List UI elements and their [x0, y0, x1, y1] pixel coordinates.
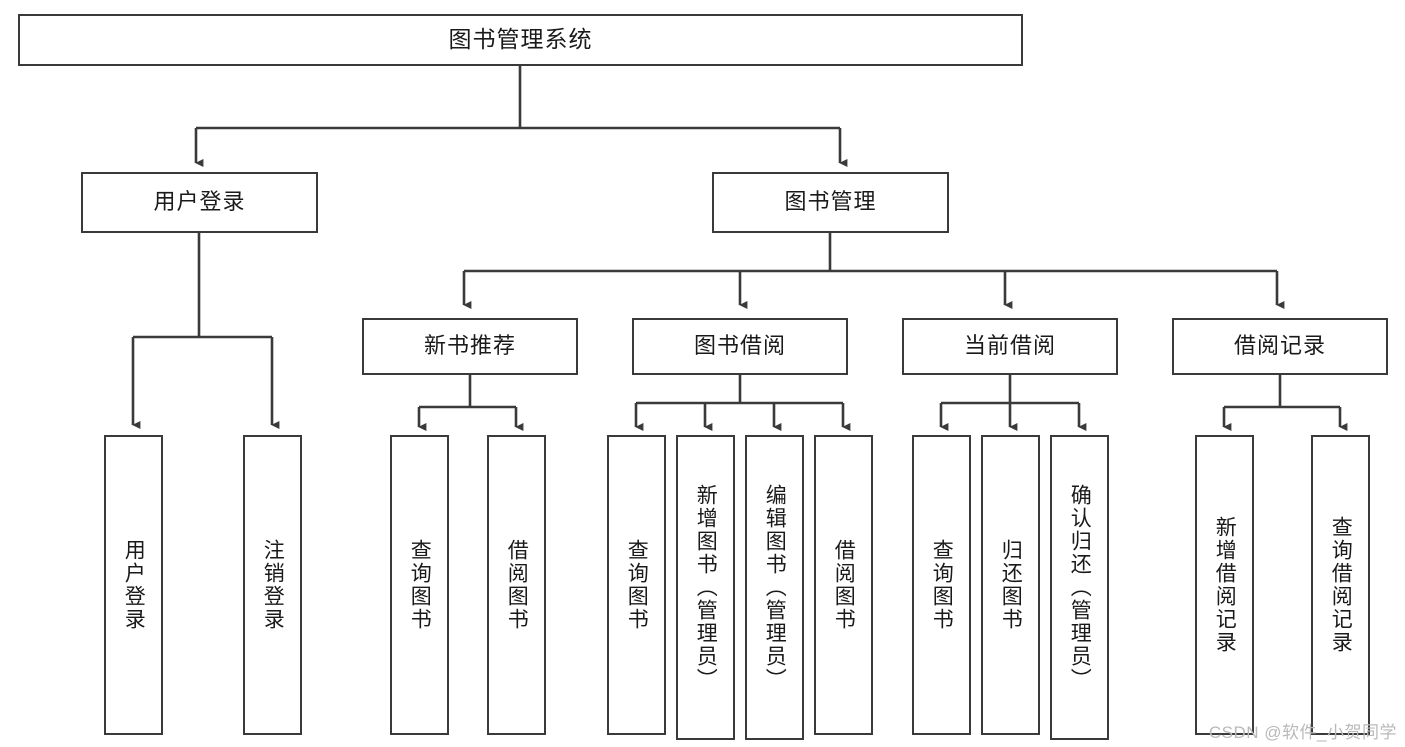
leaf-label: 注销登录	[261, 539, 285, 631]
leaf-label: 用户登录	[122, 539, 146, 631]
node-new-book-recommend[interactable]: 新书推荐	[362, 318, 578, 375]
leaf-current-query-book[interactable]: 查询图书	[912, 435, 971, 735]
leaf-label: 查询图书	[408, 539, 432, 631]
node-user-login[interactable]: 用户登录	[81, 172, 318, 233]
leaf-recommend-borrow-book[interactable]: 借阅图书	[487, 435, 546, 735]
leaf-label: 查询借阅记录	[1329, 516, 1353, 654]
leaf-label: 确认归还（管理员）	[1068, 484, 1092, 691]
leaf-borrow-query-book[interactable]: 查询图书	[607, 435, 666, 735]
leaf-label: 查询图书	[930, 539, 954, 631]
leaf-record-add-record[interactable]: 新增借阅记录	[1195, 435, 1254, 735]
leaf-borrow-borrow-book[interactable]: 借阅图书	[814, 435, 873, 735]
leaf-label: 查询图书	[625, 539, 649, 631]
watermark: CSDN @软件_小贺同学	[1208, 723, 1397, 742]
leaf-label: 编辑图书（管理员）	[763, 484, 787, 691]
leaf-label: 新增借阅记录	[1213, 516, 1237, 654]
leaf-label: 归还图书	[999, 539, 1023, 631]
node-root-system[interactable]: 图书管理系统	[18, 14, 1023, 66]
leaf-borrow-edit-book-admin[interactable]: 编辑图书（管理员）	[745, 435, 804, 740]
leaf-label: 借阅图书	[832, 539, 856, 631]
leaf-record-query-record[interactable]: 查询借阅记录	[1311, 435, 1370, 735]
leaf-borrow-add-book-admin[interactable]: 新增图书（管理员）	[676, 435, 735, 740]
node-book-borrow[interactable]: 图书借阅	[632, 318, 848, 375]
leaf-label: 借阅图书	[505, 539, 529, 631]
node-current-borrow[interactable]: 当前借阅	[902, 318, 1118, 375]
leaf-user-login-logout[interactable]: 注销登录	[243, 435, 302, 735]
leaf-label: 新增图书（管理员）	[694, 484, 718, 691]
leaf-current-return-book[interactable]: 归还图书	[981, 435, 1040, 735]
leaf-current-confirm-return-admin[interactable]: 确认归还（管理员）	[1050, 435, 1109, 740]
node-book-management[interactable]: 图书管理	[712, 172, 949, 233]
leaf-user-login-login[interactable]: 用户登录	[104, 435, 163, 735]
node-borrow-record[interactable]: 借阅记录	[1172, 318, 1388, 375]
leaf-recommend-query-book[interactable]: 查询图书	[390, 435, 449, 735]
